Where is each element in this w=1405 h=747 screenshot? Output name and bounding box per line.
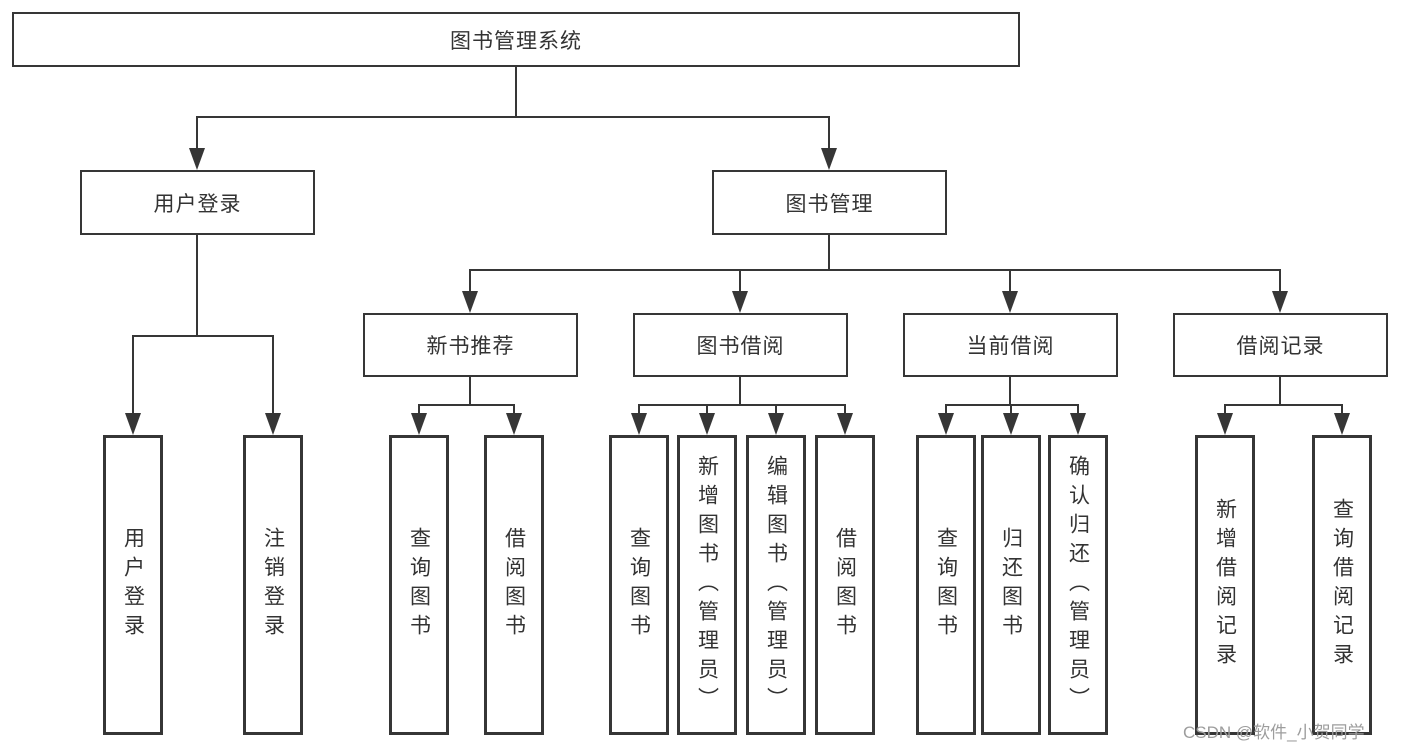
connector-line xyxy=(513,404,515,414)
connector-line xyxy=(469,377,471,406)
leaf-label: 查询图书 xyxy=(407,527,431,643)
leaf-return-books: 归还图书 xyxy=(981,435,1041,735)
leaf-logout: 注销登录 xyxy=(243,435,303,735)
connector-line xyxy=(132,335,274,337)
connector-line xyxy=(1341,404,1343,414)
node-borrow-records: 借阅记录 xyxy=(1173,313,1388,377)
connector-line xyxy=(1224,404,1226,414)
leaf-label: 用户登录 xyxy=(121,527,145,643)
leaf-label: 查询图书 xyxy=(627,527,651,643)
connector-line xyxy=(469,269,471,293)
arrow-down-icon xyxy=(1070,413,1086,435)
arrow-down-icon xyxy=(837,413,853,435)
leaf-label: 归还图书 xyxy=(999,527,1023,643)
arrow-down-icon xyxy=(821,148,837,170)
connector-line xyxy=(775,404,777,414)
connector-line xyxy=(469,269,1281,271)
connector-line xyxy=(1279,377,1281,406)
node-current-borrow: 当前借阅 xyxy=(903,313,1118,377)
arrow-down-icon xyxy=(1272,291,1288,313)
arrow-down-icon xyxy=(1002,291,1018,313)
leaf-label: 借阅图书 xyxy=(833,527,857,643)
arrow-down-icon xyxy=(265,413,281,435)
leaf-label: 查询借阅记录 xyxy=(1330,498,1354,672)
connector-line xyxy=(739,377,741,406)
connector-line xyxy=(418,404,515,406)
leaf-label: 确认归还（管理员） xyxy=(1066,454,1090,716)
connector-line xyxy=(1010,404,1012,414)
connector-line xyxy=(132,335,134,415)
arrow-down-icon xyxy=(1334,413,1350,435)
leaf-add-books-admin: 新增图书（管理员） xyxy=(677,435,737,735)
node-label: 图书借阅 xyxy=(696,335,785,358)
arrow-down-icon xyxy=(1217,413,1233,435)
connector-line xyxy=(272,335,274,415)
connector-line xyxy=(945,404,947,414)
node-library-management-system: 图书管理系统 xyxy=(12,12,1020,67)
leaf-label: 注销登录 xyxy=(261,527,285,643)
connector-line xyxy=(196,116,830,118)
arrow-down-icon xyxy=(462,291,478,313)
connector-line xyxy=(638,404,640,414)
connector-line xyxy=(418,404,420,414)
arrow-down-icon xyxy=(768,413,784,435)
arrow-down-icon xyxy=(1003,413,1019,435)
arrow-down-icon xyxy=(699,413,715,435)
connector-line xyxy=(1009,377,1011,406)
connector-line xyxy=(196,116,198,150)
leaf-borrow-books: 借阅图书 xyxy=(815,435,875,735)
connector-line xyxy=(706,404,708,414)
leaf-add-borrow-record: 新增借阅记录 xyxy=(1195,435,1255,735)
csdn-watermark: CSDN @软件_小贺同学 xyxy=(1183,723,1365,742)
node-label: 用户登录 xyxy=(153,192,242,216)
leaf-label: 查询图书 xyxy=(934,527,958,643)
connector-line xyxy=(739,269,741,293)
connector-line xyxy=(828,235,830,270)
arrow-down-icon xyxy=(506,413,522,435)
leaf-confirm-return-admin: 确认归还（管理员） xyxy=(1048,435,1108,735)
connector-line xyxy=(1009,269,1011,293)
node-label: 当前借阅 xyxy=(966,335,1055,358)
node-label: 图书管理 xyxy=(785,192,874,216)
node-label: 借阅记录 xyxy=(1236,335,1325,358)
node-label: 新书推荐 xyxy=(426,335,515,358)
arrow-down-icon xyxy=(411,413,427,435)
arrow-down-icon xyxy=(732,291,748,313)
node-new-book-recommend: 新书推荐 xyxy=(363,313,578,377)
arrow-down-icon xyxy=(631,413,647,435)
leaf-borrow-books-recommend: 借阅图书 xyxy=(484,435,544,735)
leaf-label: 新增图书（管理员） xyxy=(695,454,719,716)
arrow-down-icon xyxy=(125,413,141,435)
connector-line xyxy=(844,404,846,414)
leaf-query-books-borrow: 查询图书 xyxy=(609,435,669,735)
node-book-borrow: 图书借阅 xyxy=(633,313,848,377)
node-book-management: 图书管理 xyxy=(712,170,947,235)
leaf-edit-books-admin: 编辑图书（管理员） xyxy=(746,435,806,735)
connector-line xyxy=(828,116,830,150)
connector-line xyxy=(638,404,846,406)
leaf-query-borrow-record: 查询借阅记录 xyxy=(1312,435,1372,735)
leaf-user-login: 用户登录 xyxy=(103,435,163,735)
connector-line xyxy=(1279,269,1281,293)
connector-line xyxy=(196,235,198,336)
arrow-down-icon xyxy=(938,413,954,435)
leaf-query-books-current: 查询图书 xyxy=(916,435,976,735)
arrow-down-icon xyxy=(189,148,205,170)
connector-line xyxy=(1224,404,1343,406)
node-user-login: 用户登录 xyxy=(80,170,315,235)
leaf-query-books-recommend: 查询图书 xyxy=(389,435,449,735)
connector-line xyxy=(1077,404,1079,414)
leaf-label: 借阅图书 xyxy=(502,527,526,643)
leaf-label: 新增借阅记录 xyxy=(1213,498,1237,672)
connector-line xyxy=(945,404,1079,406)
leaf-label: 编辑图书（管理员） xyxy=(764,454,788,716)
node-label: 图书管理系统 xyxy=(450,29,582,53)
connector-line xyxy=(515,67,517,118)
